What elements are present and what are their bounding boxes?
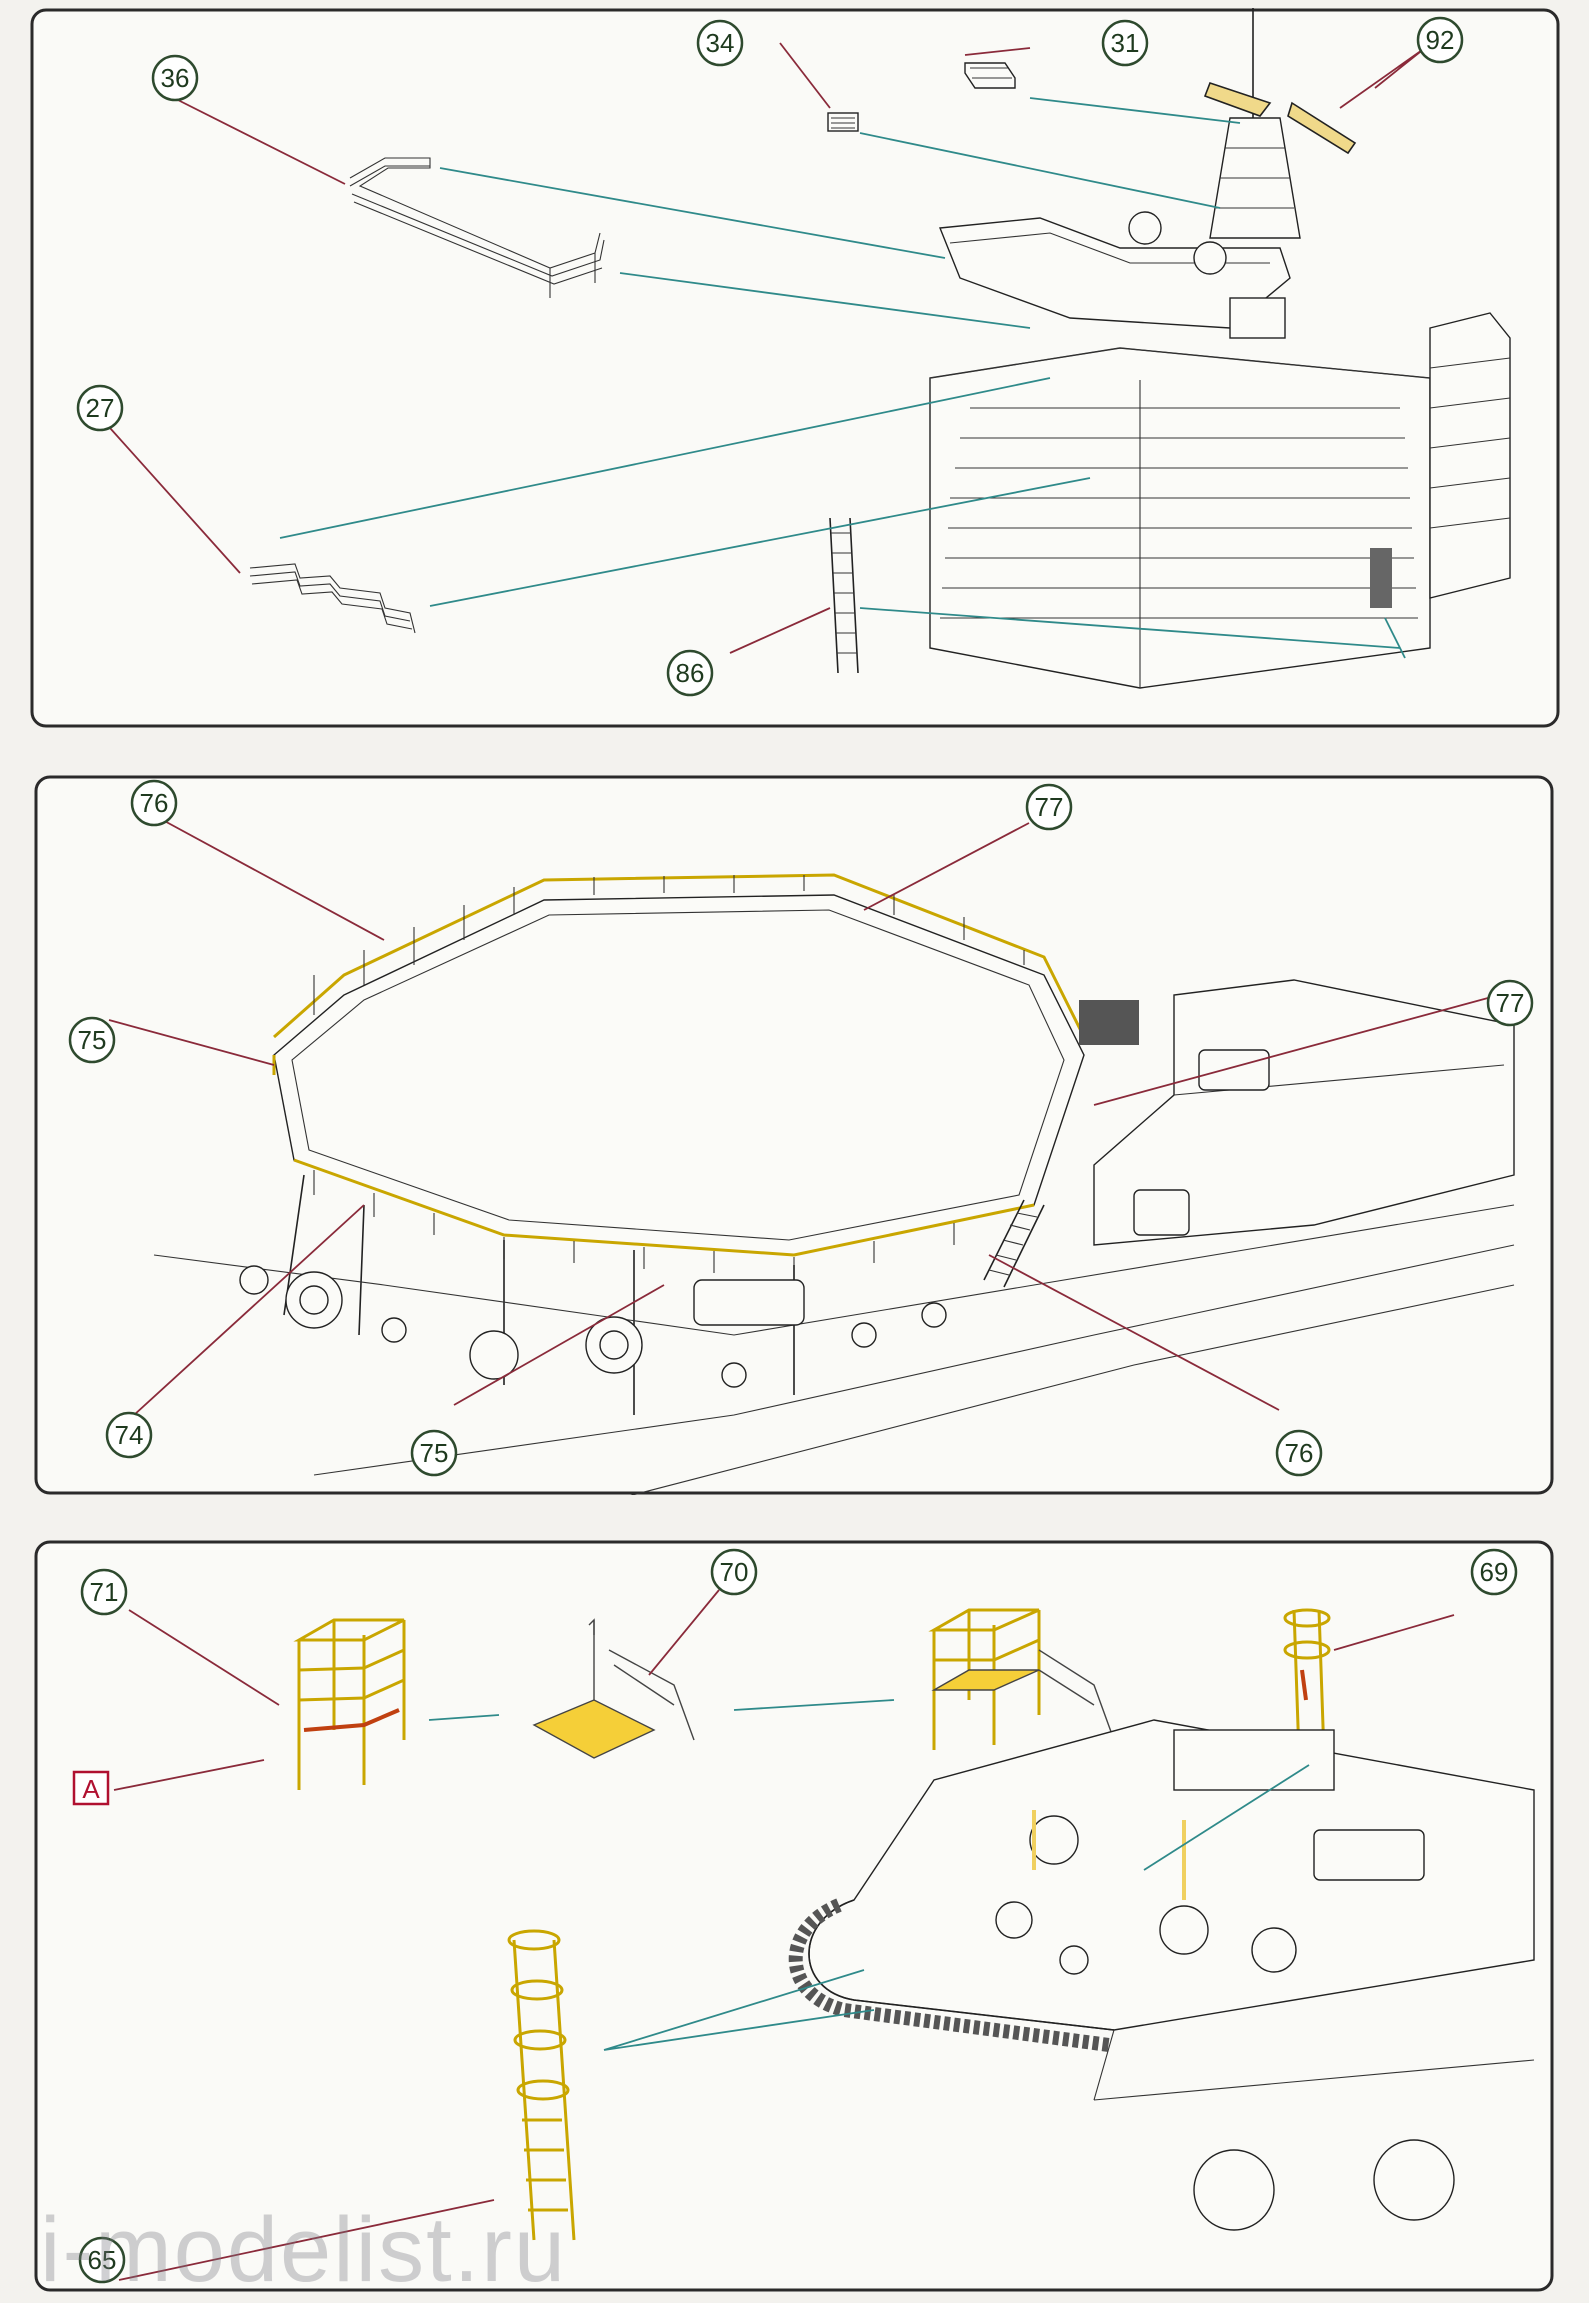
svg-text:27: 27 — [86, 393, 115, 423]
leader-lines-bottom — [113, 1589, 1455, 2281]
part-31-bracket — [964, 62, 1016, 89]
watermark: i-modelist.ru — [40, 2199, 568, 2301]
callout-75-left: 75 — [68, 1016, 116, 1064]
part-36-railing — [349, 157, 605, 298]
svg-text:A: A — [82, 1774, 100, 1804]
callout-86: 86 — [666, 649, 714, 697]
svg-text:75: 75 — [78, 1025, 107, 1055]
panel-bow-ladders: 71 70 69 65 A — [34, 1540, 1554, 2292]
callout-74: 74 — [105, 1411, 153, 1459]
svg-text:65: 65 — [88, 2245, 117, 2275]
svg-text:76: 76 — [140, 788, 169, 818]
panel-helideck: 76 77 77 75 74 75 76 — [34, 775, 1554, 1495]
leader-lines-middle — [108, 817, 1500, 1416]
callout-76-top: 76 — [130, 779, 178, 827]
svg-text:36: 36 — [161, 63, 190, 93]
svg-text:71: 71 — [90, 1577, 119, 1607]
part-69-caged-ladder — [1283, 1608, 1331, 1756]
helideck-drawing — [153, 873, 1515, 1495]
part-86-ladder — [829, 517, 859, 674]
callout-69: 69 — [1470, 1548, 1518, 1596]
svg-text:77: 77 — [1496, 988, 1525, 1018]
callout-65: 65 — [78, 2236, 126, 2284]
assembled-stand — [928, 1608, 1115, 1750]
svg-text:86: 86 — [676, 658, 705, 688]
svg-text:75: 75 — [420, 1438, 449, 1468]
svg-text:74: 74 — [115, 1420, 144, 1450]
callout-70: 70 — [710, 1548, 758, 1596]
bow-drawing — [788, 1719, 1535, 2231]
callout-77-top: 77 — [1025, 783, 1073, 831]
svg-text:76: 76 — [1285, 1438, 1314, 1468]
callout-71: 71 — [80, 1568, 128, 1616]
label-A: A — [72, 1770, 110, 1806]
svg-text:69: 69 — [1480, 1557, 1509, 1587]
part-65-caged-ladder — [507, 1929, 576, 2241]
callout-34: 34 — [696, 19, 744, 67]
part-70-platform — [532, 1618, 695, 1759]
callout-36: 36 — [151, 54, 199, 102]
callout-77-right: 77 — [1486, 979, 1534, 1027]
callout-76-bottom: 76 — [1275, 1429, 1323, 1477]
leader-lines-top — [109, 42, 1426, 659]
superstructure-drawing — [929, 8, 1511, 689]
part-27-railing — [249, 563, 416, 634]
svg-text:70: 70 — [720, 1557, 749, 1587]
svg-text:34: 34 — [706, 28, 735, 58]
callout-31: 31 — [1101, 19, 1149, 67]
svg-text:92: 92 — [1426, 25, 1455, 55]
callout-92: 92 — [1416, 16, 1464, 64]
svg-text:31: 31 — [1111, 28, 1140, 58]
callout-27: 27 — [76, 384, 124, 432]
callout-75-bottom: 75 — [410, 1429, 458, 1477]
part-71-frame — [293, 1618, 406, 1790]
svg-text:77: 77 — [1035, 792, 1064, 822]
panel-superstructure: 36 34 31 92 27 86 — [30, 8, 1560, 728]
part-34-grating — [827, 112, 859, 132]
